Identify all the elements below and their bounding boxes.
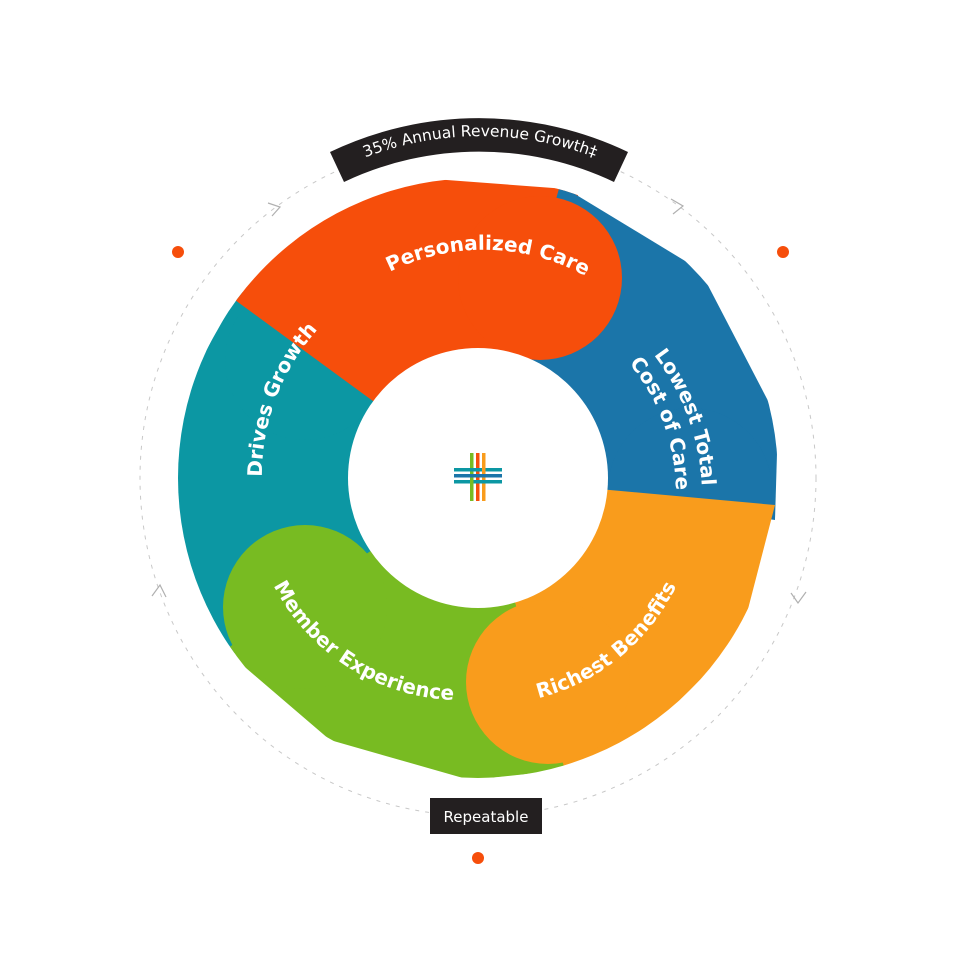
- accent-dot: [777, 246, 789, 258]
- arrow-icon: [267, 202, 282, 217]
- top-banner: 35% Annual Revenue Growth‡: [330, 118, 628, 182]
- arrow-icon: [151, 583, 167, 598]
- bottom-banner-text: Repeatable: [444, 808, 529, 826]
- arrow-icon: [790, 591, 807, 605]
- interwoven-cross-logo-icon: [454, 453, 502, 501]
- bottom-banner: Repeatable: [430, 798, 542, 834]
- accent-dot: [172, 246, 184, 258]
- accent-dot: [472, 852, 484, 864]
- arrow-icon: [670, 198, 685, 215]
